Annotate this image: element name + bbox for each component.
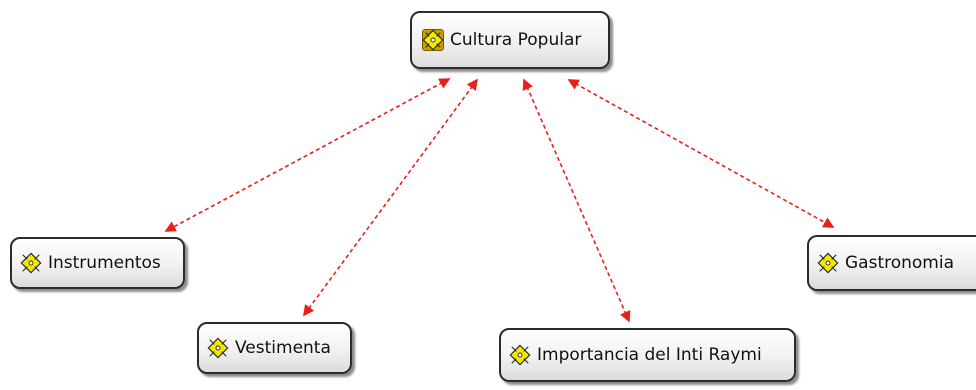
concept-map-node-icon — [207, 337, 229, 359]
link-cultura-vestimenta — [303, 78, 478, 317]
link-cultura-importancia — [522, 78, 631, 323]
concept-node-label: Instrumentos — [48, 252, 161, 273]
concept-map-node-icon — [422, 29, 444, 51]
concept-node-gastronomia[interactable]: Gastronomia — [807, 235, 976, 291]
concept-node-instrumentos[interactable]: Instrumentos — [10, 237, 185, 289]
concept-node-label: Vestimenta — [235, 337, 331, 358]
concept-node-label: Cultura Popular — [450, 29, 582, 50]
concept-node-importancia-inti-raymi[interactable]: Importancia del Inti Raymi — [499, 328, 796, 382]
concept-node-label: Gastronomia — [845, 252, 955, 273]
concept-map-node-icon — [20, 252, 42, 274]
concept-node-cultura-popular[interactable]: Cultura Popular — [410, 11, 610, 69]
concept-node-label: Importancia del Inti Raymi — [537, 344, 762, 365]
link-cultura-gastronomia — [567, 79, 835, 228]
concept-map-node-icon — [509, 344, 531, 366]
link-cultura-instrumentos — [164, 78, 451, 232]
concept-node-vestimenta[interactable]: Vestimenta — [197, 322, 352, 374]
concept-map-node-icon — [817, 252, 839, 274]
